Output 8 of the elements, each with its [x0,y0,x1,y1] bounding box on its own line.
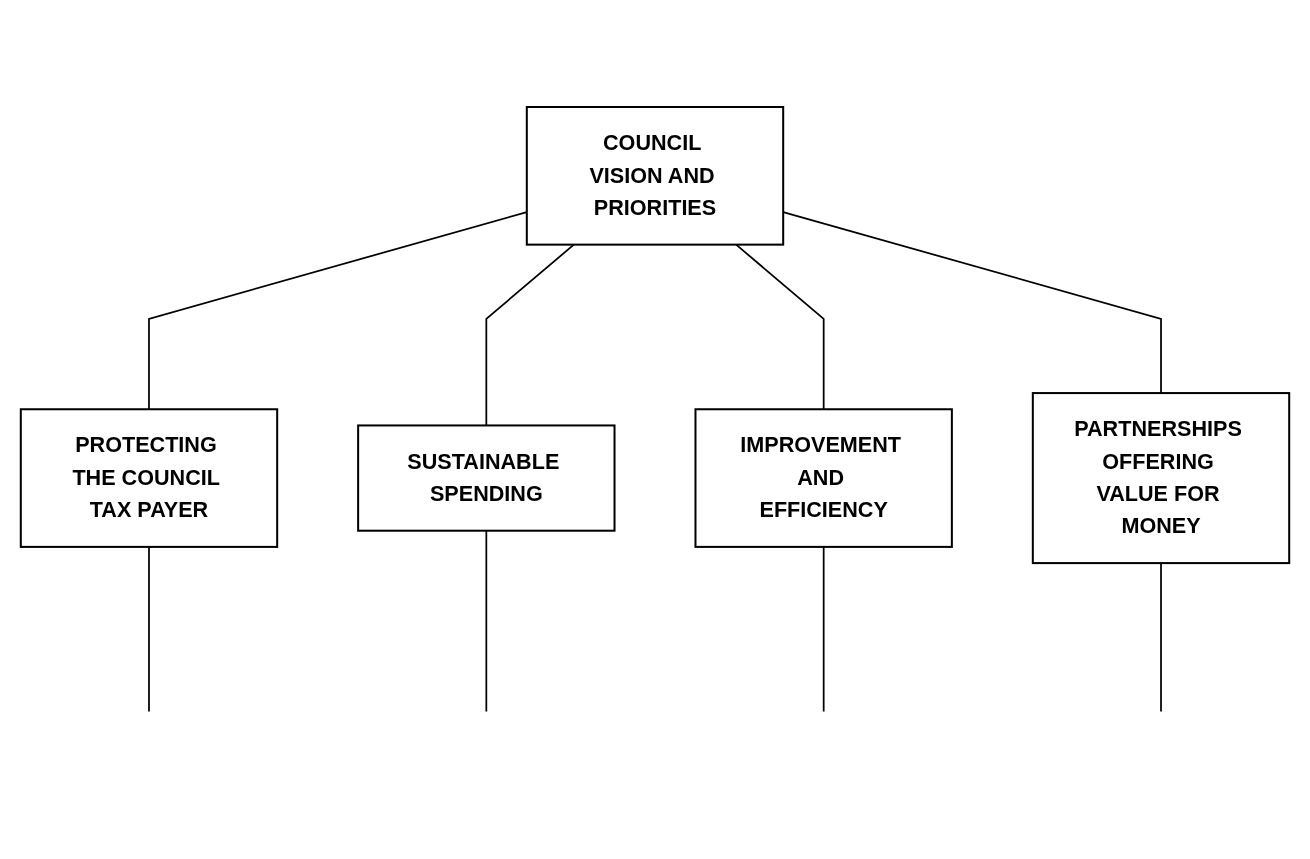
node-box [357,424,616,532]
node-box [525,106,785,246]
node-box [694,408,953,548]
node-box [1031,392,1291,565]
connector [822,546,825,713]
connector [148,546,150,713]
hierarchy-diagram: COUNCIL VISION AND PRIORITIES PROTECTING THE COUNCIL TAX PAYER SUSTAINABLE SPENDING IMPROVEMENT AND EFFICIENCY PARTNERSHIPS OFFERING VALUE FOR MONEY [10,7,1300,852]
node-box [19,408,279,548]
